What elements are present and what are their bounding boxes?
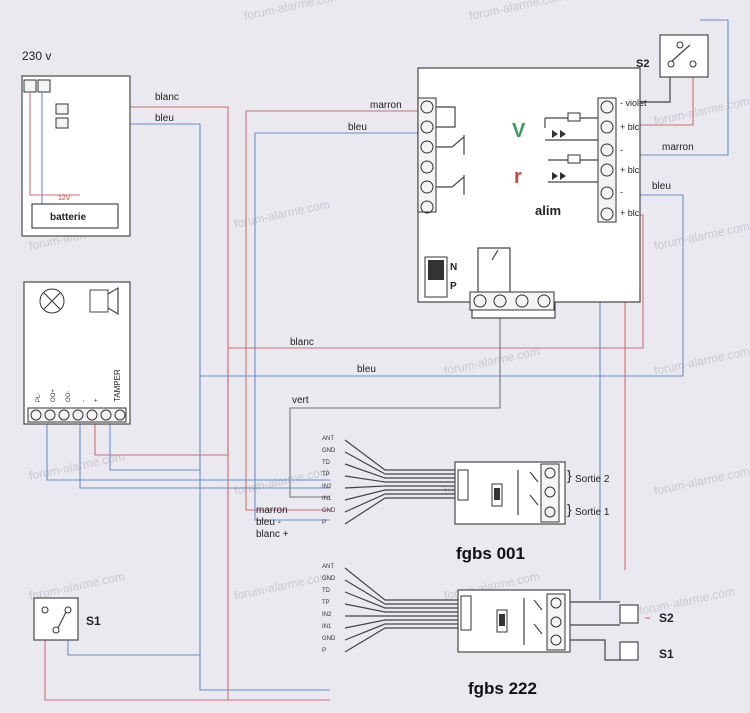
svg-text:TD: TD [322,588,331,594]
svg-text:ANT: ANT [322,564,334,570]
watermark: forum-alarme.com [653,464,750,498]
alim-right-label-3: - [620,145,623,155]
switch-n-label: N [450,262,457,273]
alim-left-terminals [417,97,465,214]
wire-label-bleu-right: bleu [652,181,671,192]
tamper-label: TAMPER [113,369,122,402]
watermark: forum-alarme.com [638,584,736,618]
watermark: forum-alarme.com [243,0,341,23]
svg-text:+: + [94,398,100,402]
power-supply-box: 230 v 12V batterie [21,49,131,237]
svg-text:IN2: IN2 [322,612,332,618]
svg-text:GND: GND [322,636,336,642]
np-switch[interactable]: N P [424,256,457,298]
alim-box: - violet + blc - + blc - + blc V r alim … [417,67,647,319]
svg-text:ANT: ANT [322,436,334,442]
svg-text:IN1: IN1 [322,496,332,502]
wire-label-blanc: blanc [155,92,179,103]
svg-text:GND: GND [322,576,336,582]
wire-label-vert: vert [292,395,309,406]
watermark: forum-alarme.com [443,344,541,378]
watermark: forum-alarme.com [233,197,331,231]
battery [31,203,119,229]
s2-switch: S2 [636,34,709,78]
wires [44,19,729,701]
wire-marron-s2 [620,70,694,126]
alim-right-label-1: - violet [620,98,647,108]
battery-label: batterie [50,212,87,223]
battery-voltage: 12V [58,195,71,202]
wire-marron [245,110,418,511]
svg-text:P: P [322,648,326,654]
svg-text:OO+: OO+ [51,389,57,402]
lamp-icon [43,292,61,310]
svg-text:TP: TP [322,472,330,478]
out-s1-label: S1 [659,647,674,661]
fgbs-001-module: ANT GND TD TP IN2 IN1 GND P marron bleu … [256,436,610,563]
alim-right-label-5: - [620,187,623,197]
svg-text:IN1: IN1 [322,624,332,630]
led-v-label: V [512,120,526,142]
wire-bleu-alim [254,132,418,521]
watermark: forum-alarme.com [468,0,566,23]
watermark: forum-alarme.com [653,219,750,253]
wire-label-bleu: bleu [155,113,174,124]
svg-text:GND: GND [322,508,336,514]
fgbs001-label-marron: marron [256,505,288,516]
fgbs-222-module: ANT GND TD TP IN2 IN1 GND P S2 S1 fgbs 2… [322,564,674,698]
alim-right-terminals: - violet + blc - + blc - + blc [597,97,647,223]
fgbs001-label-bleu: bleu - [256,517,281,528]
alim-right-label-2: + blc [620,122,640,132]
alim-label: alim [535,203,561,218]
sortie-1-label: Sortie 1 [575,507,610,518]
wire-bleu [68,123,330,691]
fgbs222-title: fgbs 222 [468,679,537,698]
camera-icon [89,289,109,313]
watermark: forum-alarme.com [233,464,331,498]
led-icon [552,172,566,180]
svg-text:}: } [567,467,572,483]
watermark: forum-alarme.com [653,344,750,378]
alim-right-label-4: + blc [620,165,640,175]
fgbs001-title: fgbs 001 [456,544,525,563]
out-s2-label: S2 [659,611,674,625]
wire-bleu-main [200,194,684,377]
svg-text:IN2: IN2 [322,484,332,490]
siren-box: PL- OO+ OO- - + TAMPER [23,281,131,425]
svg-text:OO-: OO- [66,391,72,402]
alim-bottom-terminals [469,291,555,311]
s1-label: S1 [86,614,101,628]
fgbs001-label-blanc: blanc + [256,529,289,540]
alim-right-label-6: + blc [620,208,640,218]
alim-enclosure [417,67,641,319]
svg-text:TD: TD [322,460,331,466]
wire-vert [289,305,501,498]
watermarks: forum-alarme.com forum-alarme.com forum-… [28,0,750,618]
sortie-2-label: Sortie 2 [575,474,610,485]
svg-text:-: - [81,400,87,402]
svg-text:GND: GND [322,448,336,454]
watermark: forum-alarme.com [28,449,126,483]
svg-text:}: } [567,501,572,517]
wire-label-marron: marron [370,100,402,111]
watermark: forum-alarme.com [233,569,331,603]
svg-text:TP: TP [322,600,330,606]
watermark: forum-alarme.com [653,94,750,128]
led-r-label: r [514,166,522,188]
s1-switch: S1 [33,597,101,641]
voltage-label: 230 v [22,49,51,63]
wire-label-bleu-alim: bleu [348,122,367,133]
svg-text:PL-: PL- [36,393,42,402]
wire-label-marron-right: marron [662,142,694,153]
led-icon [552,130,566,138]
s2-label: S2 [636,58,649,70]
wire-label-blanc-main: blanc [290,337,314,348]
wire-label-bleu-main: bleu [357,364,376,375]
switch-p-label: P [450,281,457,292]
alim-leds: V r [512,112,598,188]
svg-text:P: P [322,520,326,526]
